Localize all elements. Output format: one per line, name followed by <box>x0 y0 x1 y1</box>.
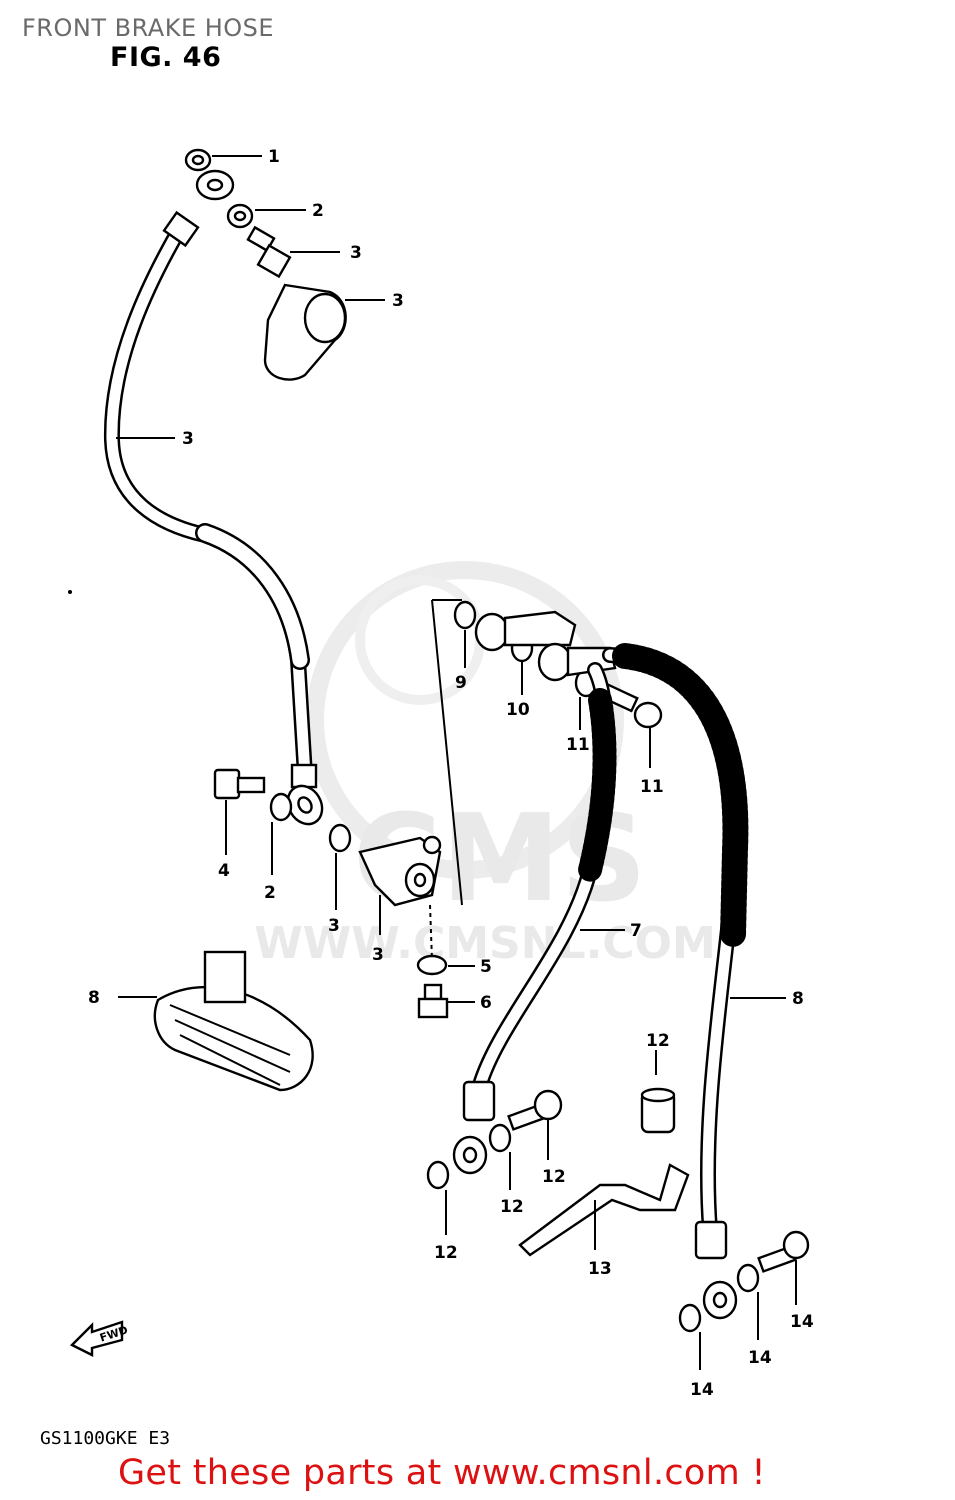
page-title: FRONT BRAKE HOSE <box>22 14 275 42</box>
callout-25: 14 <box>748 1348 772 1368</box>
union-bolt-icon <box>246 225 292 279</box>
washer-icon <box>488 1123 512 1153</box>
shop-link[interactable]: Get these parts at www.cmsnl.com ! <box>118 1453 766 1493</box>
washer-icon <box>328 823 352 853</box>
callouts: 1 2 3 3 3 4 2 3 3 5 6 7 8 <box>88 147 814 1400</box>
hose-clamp-bracket <box>518 1163 690 1257</box>
callout-1: 1 <box>268 147 280 167</box>
callout-20: 12 <box>542 1167 566 1187</box>
brake-hose-upper <box>103 169 324 826</box>
brake-hose-left <box>452 662 617 1175</box>
grommet-icon <box>640 1087 676 1134</box>
assembly-line <box>429 904 433 961</box>
union-bolt-icon <box>213 768 266 800</box>
callout-19: 12 <box>646 1031 670 1051</box>
callout-24: 14 <box>790 1312 814 1332</box>
callout-3: 3 <box>350 243 362 263</box>
washer-icon <box>269 792 293 822</box>
callout-18: 11 <box>640 777 664 797</box>
watermark-site: WWW.CMSNL.COM <box>254 918 716 969</box>
callout-8: 3 <box>328 916 340 936</box>
three-way-joint-icon <box>358 835 442 907</box>
callout-4: 3 <box>392 291 404 311</box>
callout-9: 3 <box>372 945 384 965</box>
washer-icon <box>736 1263 760 1293</box>
washer-icon <box>426 1160 450 1190</box>
callout-13: 8 <box>792 989 804 1009</box>
washer-icon <box>678 1303 702 1333</box>
callout-21: 12 <box>500 1197 524 1217</box>
callout-7: 2 <box>264 883 276 903</box>
callout-14: 8 <box>88 988 100 1008</box>
union-bolt-icon <box>507 1089 563 1131</box>
washer-hole-icon <box>191 154 205 166</box>
callout-6: 4 <box>218 861 230 881</box>
bleeder-bolt-icon <box>417 983 449 1019</box>
callout-11: 6 <box>480 993 492 1013</box>
figure-label: FIG. 46 <box>110 42 222 73</box>
rubber-cap-icon <box>263 283 347 381</box>
washer-icon <box>453 600 477 630</box>
callout-17: 11 <box>566 735 590 755</box>
model-code: GS1100GKE E3 <box>40 1428 171 1449</box>
callout-15: 9 <box>455 673 467 693</box>
callout-23: 13 <box>588 1259 612 1279</box>
callout-22: 12 <box>434 1243 458 1263</box>
callout-10: 5 <box>480 957 492 977</box>
dot-marker <box>68 590 72 594</box>
callout-16: 10 <box>506 700 530 720</box>
union-bolt-icon <box>757 1230 810 1273</box>
callout-5: 3 <box>182 429 194 449</box>
assembly-line <box>431 599 463 906</box>
callout-2: 2 <box>312 201 324 221</box>
hose-cover-icon <box>153 950 314 1092</box>
callout-26: 14 <box>690 1380 714 1400</box>
washer-icon <box>416 954 448 976</box>
fwd-arrow-icon: FWD <box>69 1320 130 1357</box>
callout-12: 7 <box>630 921 642 941</box>
washer-hole-icon <box>233 210 247 222</box>
brake-hose-right <box>602 643 749 1320</box>
